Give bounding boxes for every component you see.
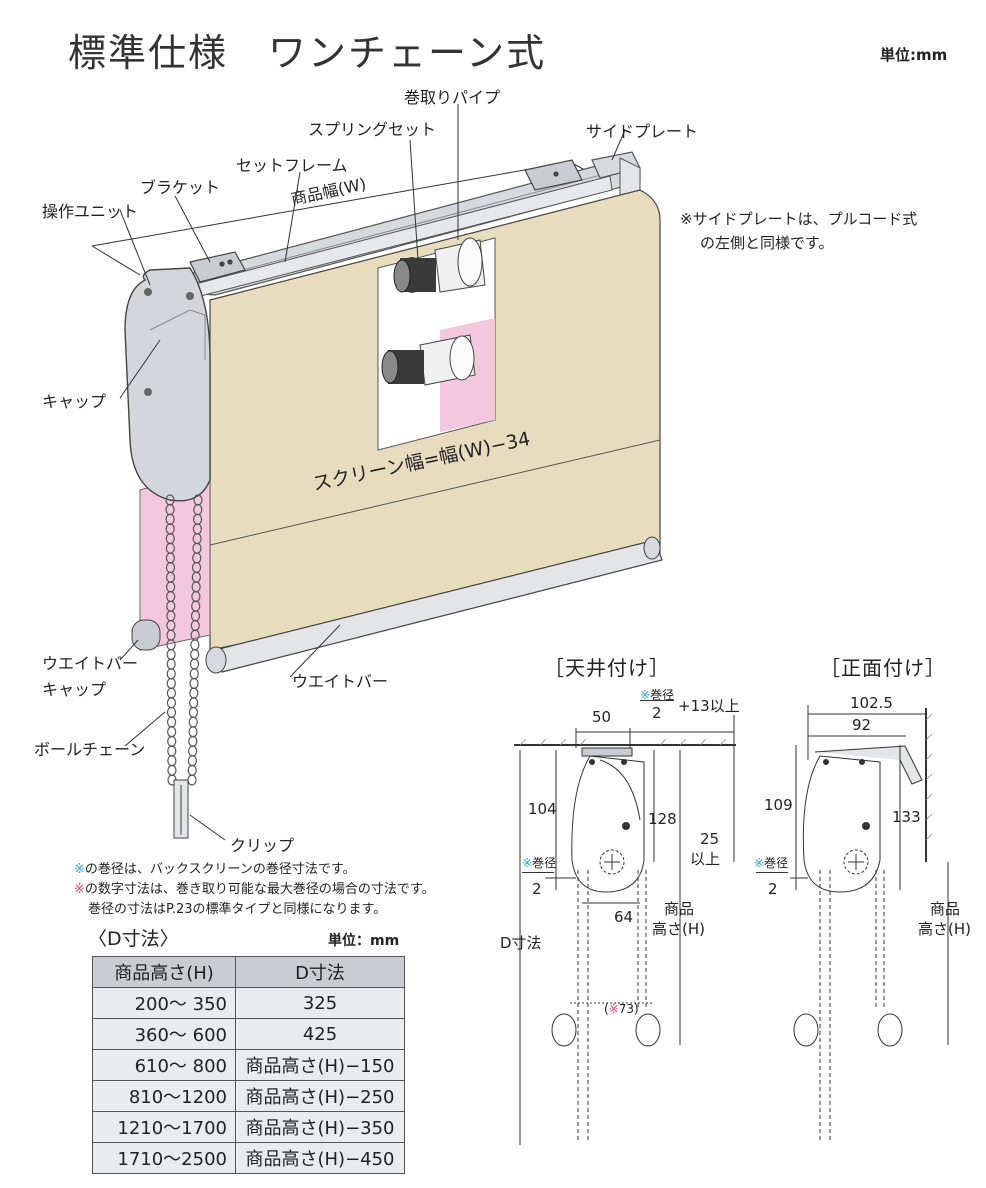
front-dim-109: 109 (764, 796, 793, 814)
chain-bead (189, 668, 199, 680)
d-table-unit: 単位：mm (328, 933, 400, 949)
chain-bead (187, 774, 197, 786)
note-blue-mark: ※ (74, 862, 85, 877)
bracket-left (189, 251, 246, 283)
ceiling-side-frac-den: 2 (532, 880, 542, 898)
ceiling-dim-25: 25 (700, 830, 720, 848)
chain-bead (166, 648, 176, 661)
chain-bead (167, 764, 177, 776)
chain-bead (166, 658, 176, 670)
d-table-title: 〈D寸法〉 (88, 928, 179, 950)
chain-bead (166, 706, 177, 719)
bracket-right (524, 159, 583, 191)
chain-bead (188, 706, 199, 719)
ceiling-dim-plus13: +13以上 (678, 697, 740, 715)
unit-label: 単位:mm (880, 46, 948, 64)
label-clip: クリップ (230, 836, 295, 855)
clip (173, 779, 189, 839)
chain-bead (188, 735, 198, 747)
label-side-plate: サイドプレート (586, 122, 699, 141)
side-plate-note-line1: ※サイドプレートは、プルコード式 (680, 210, 918, 228)
chain-bead (188, 745, 198, 757)
front-product-h-line2: 高さ(H) (918, 920, 971, 938)
winding-pipe-upper (393, 237, 486, 293)
chain-bead (166, 687, 176, 699)
label-weight-bar-cap-line1: ウエイトバー (42, 654, 139, 673)
note-line1: ※の巻径は、バックスクリーンの巻径寸法です。 (74, 862, 356, 877)
chain-bead (188, 726, 198, 738)
front-product-h-line1: 商品 (930, 900, 961, 918)
label-set-frame: セットフレーム (236, 156, 348, 175)
header-product-height: 商品高さ(H) (92, 956, 236, 988)
chain-bead (167, 745, 177, 757)
chain-bead (167, 726, 177, 738)
chain-bead (188, 716, 198, 728)
screen-panel (209, 189, 661, 651)
chain-bead (187, 755, 198, 767)
ceiling-d-dimension: D寸法 (500, 934, 542, 952)
side-plate-note-line2: の左側と同様です。 (700, 234, 834, 252)
ceiling-dim-73: (※73) (604, 1002, 639, 1016)
label-winding-pipe: 巻取りパイプ (404, 88, 501, 107)
ceiling-product-h-line2: 高さ(H) (652, 920, 705, 938)
ceiling-product-h-line1: 商品 (664, 900, 695, 918)
weight-bar-cap (131, 619, 161, 651)
chain-bead (189, 687, 199, 699)
front-dim-133: 133 (892, 808, 921, 826)
header-d-dimension: D寸法 (235, 956, 405, 988)
ceiling-mount-title: ［天井付け］ (544, 656, 670, 680)
leader-lines (119, 104, 626, 841)
front-mount-title: ［正面付け］ (820, 656, 946, 680)
front-side-frac-top: ※巻径 (754, 856, 789, 870)
ceiling-dim-25-sub: 以上 (690, 850, 721, 868)
ceiling-dim-50: 50 (592, 708, 612, 726)
chain-bead (190, 639, 200, 651)
ceiling-dim-64: 64 (614, 908, 634, 926)
ceiling-frac-den: 2 (652, 704, 662, 722)
chain-bead (166, 697, 177, 709)
label-cap: キャップ (42, 392, 107, 411)
front-dim-92: 92 (852, 716, 872, 734)
operation-unit (124, 267, 211, 502)
chain-bead (167, 735, 177, 747)
page-title: 標準仕様 ワンチェーン式 (68, 31, 547, 75)
chain-bead (189, 658, 200, 670)
front-mount-drawing (790, 705, 949, 1140)
chain-bead (166, 668, 176, 680)
label-ball-chain: ボールチェーン (34, 740, 146, 759)
label-operation-unit: 操作ユニット (42, 202, 139, 221)
ceiling-dim-128: 128 (648, 810, 677, 828)
ball-chain (165, 494, 203, 786)
label-weight-bar: ウエイトバー (292, 672, 389, 691)
label-weight-bar-cap-line2: キャップ (42, 680, 107, 699)
ceiling-side-frac-top: ※巻径 (522, 856, 557, 870)
winding-pipe-lower (381, 334, 476, 386)
label-spring-set: スプリングセット (308, 120, 437, 139)
note-pink-mark: ※ (74, 882, 85, 897)
ceiling-dim-104: 104 (528, 800, 557, 818)
chain-bead (166, 677, 176, 690)
front-dim-102-5: 102.5 (850, 694, 893, 712)
chain-bead (166, 716, 177, 728)
chain-bead (167, 755, 177, 767)
ceiling-frac-top: ※巻径 (640, 688, 675, 702)
chain-bead (189, 677, 199, 690)
note-line3: 巻径の寸法はP.23の標準タイプと同様になります。 (88, 902, 387, 917)
front-side-frac-den: 2 (768, 880, 778, 898)
label-bracket: ブラケット (140, 178, 221, 197)
chain-bead (187, 764, 197, 776)
chain-bead (190, 648, 200, 661)
chain-bead (189, 697, 199, 709)
note-line2: ※の数字寸法は、巻き取り可能な最大巻径の場合の寸法です。 (74, 882, 435, 897)
ceiling-mount-drawing (514, 715, 736, 1145)
